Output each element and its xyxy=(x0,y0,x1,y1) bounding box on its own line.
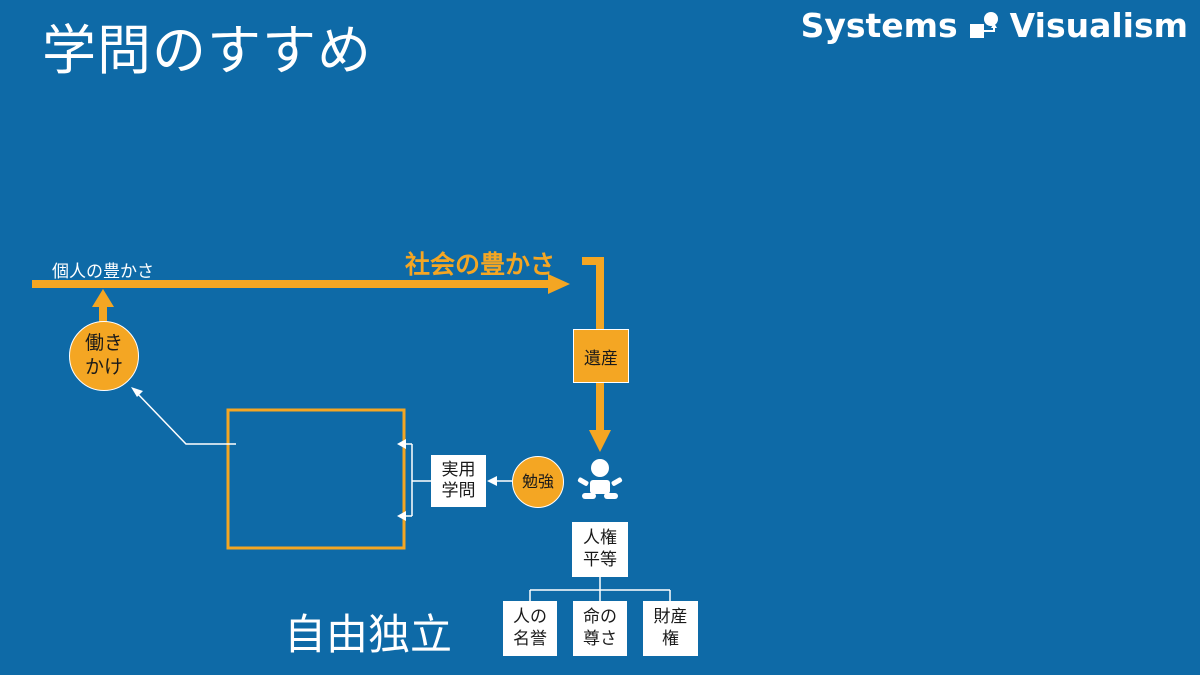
work-up-arrowhead xyxy=(92,289,114,307)
legacy-box: 遺産 xyxy=(573,329,629,383)
page-title: 学問のすすめ xyxy=(42,19,372,82)
study-circle: 勉強 xyxy=(512,456,564,508)
property-rights-box: 財産 権 xyxy=(643,601,698,656)
social-wealth-label: 社会の豊かさ xyxy=(405,250,556,279)
feedback-line xyxy=(135,391,236,445)
work-circle: 働き かけ xyxy=(69,321,139,391)
human-rights-equality-box: 人権 平等 xyxy=(572,522,628,577)
independence-label: 自由独立 xyxy=(284,610,453,659)
sanctity-of-life-box: 命の 尊さ xyxy=(573,601,627,656)
bracket-arrow-top xyxy=(397,439,406,449)
brand-logo: Systems Visualism xyxy=(801,6,1188,45)
study-arrowhead xyxy=(487,476,497,486)
feedback-arrowhead xyxy=(131,387,143,397)
bracket-arrow-bottom xyxy=(397,511,406,521)
wealth-arrowhead xyxy=(548,274,570,294)
baby-icon xyxy=(577,459,623,499)
legacy-line-top xyxy=(582,257,604,330)
practical-learning-box: 実用 学問 xyxy=(431,455,486,507)
systems-visualism-icon xyxy=(969,11,998,38)
personal-wealth-label: 個人の豊かさ xyxy=(52,262,154,282)
brand-right: Visualism xyxy=(1009,6,1188,45)
honor-box: 人の 名誉 xyxy=(503,601,557,656)
brand-left: Systems xyxy=(800,6,958,45)
independence-frame xyxy=(226,408,406,550)
legacy-arrowhead xyxy=(589,430,611,452)
